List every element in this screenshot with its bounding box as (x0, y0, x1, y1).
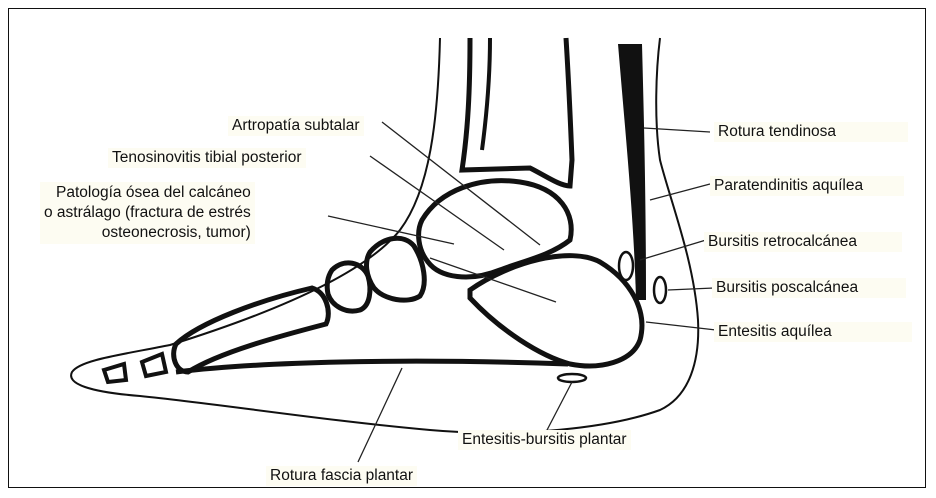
plantar-bursa (558, 374, 586, 382)
calcaneus-bone (470, 256, 642, 366)
label-rotura-fascia-plantar: Rotura fascia plantar (266, 466, 417, 486)
leader-entesitis-aquilea (646, 322, 716, 330)
phalanx-distal (104, 364, 126, 382)
cuneiform-bone (327, 263, 370, 311)
label-artropatia-subtalar: Artropatía subtalar (228, 116, 364, 136)
leader-bursitis-pos (668, 288, 714, 290)
tibia-bone (462, 38, 572, 186)
leader-rotura-fascia (358, 368, 402, 462)
leader-rotura-tendinosa (644, 128, 710, 132)
label-paratendinitis-aquilea: Paratendinitis aquílea (710, 176, 904, 196)
leader-paratendinitis (650, 184, 710, 200)
phalanx-proximal (142, 354, 166, 376)
metatarsal-bone (174, 288, 329, 372)
poscalcaneal-bursa (654, 277, 666, 303)
label-patologia-osea: Patología ósea del calcáneo o astrálago … (40, 182, 255, 244)
retrocalcaneal-bursa (619, 252, 633, 280)
leader-entesitis-plantar (546, 382, 572, 432)
fibula-bone (482, 38, 490, 150)
plantar-base (176, 361, 568, 372)
label-entesitis-aquilea: Entesitis aquílea (714, 322, 912, 342)
leader-bursitis-retro (640, 240, 706, 260)
label-tenosinovitis-tibial: Tenosinovitis tibial posterior (108, 148, 306, 168)
label-entesitis-bursitis-plantar: Entesitis-bursitis plantar (458, 430, 631, 450)
label-bursitis-retrocalcanea: Bursitis retrocalcánea (704, 232, 902, 252)
label-bursitis-poscalcanea: Bursitis poscalcánea (712, 278, 906, 298)
label-rotura-tendinosa: Rotura tendinosa (714, 122, 908, 142)
leader-patologia-2 (430, 258, 556, 302)
navicular-bone (367, 238, 425, 300)
